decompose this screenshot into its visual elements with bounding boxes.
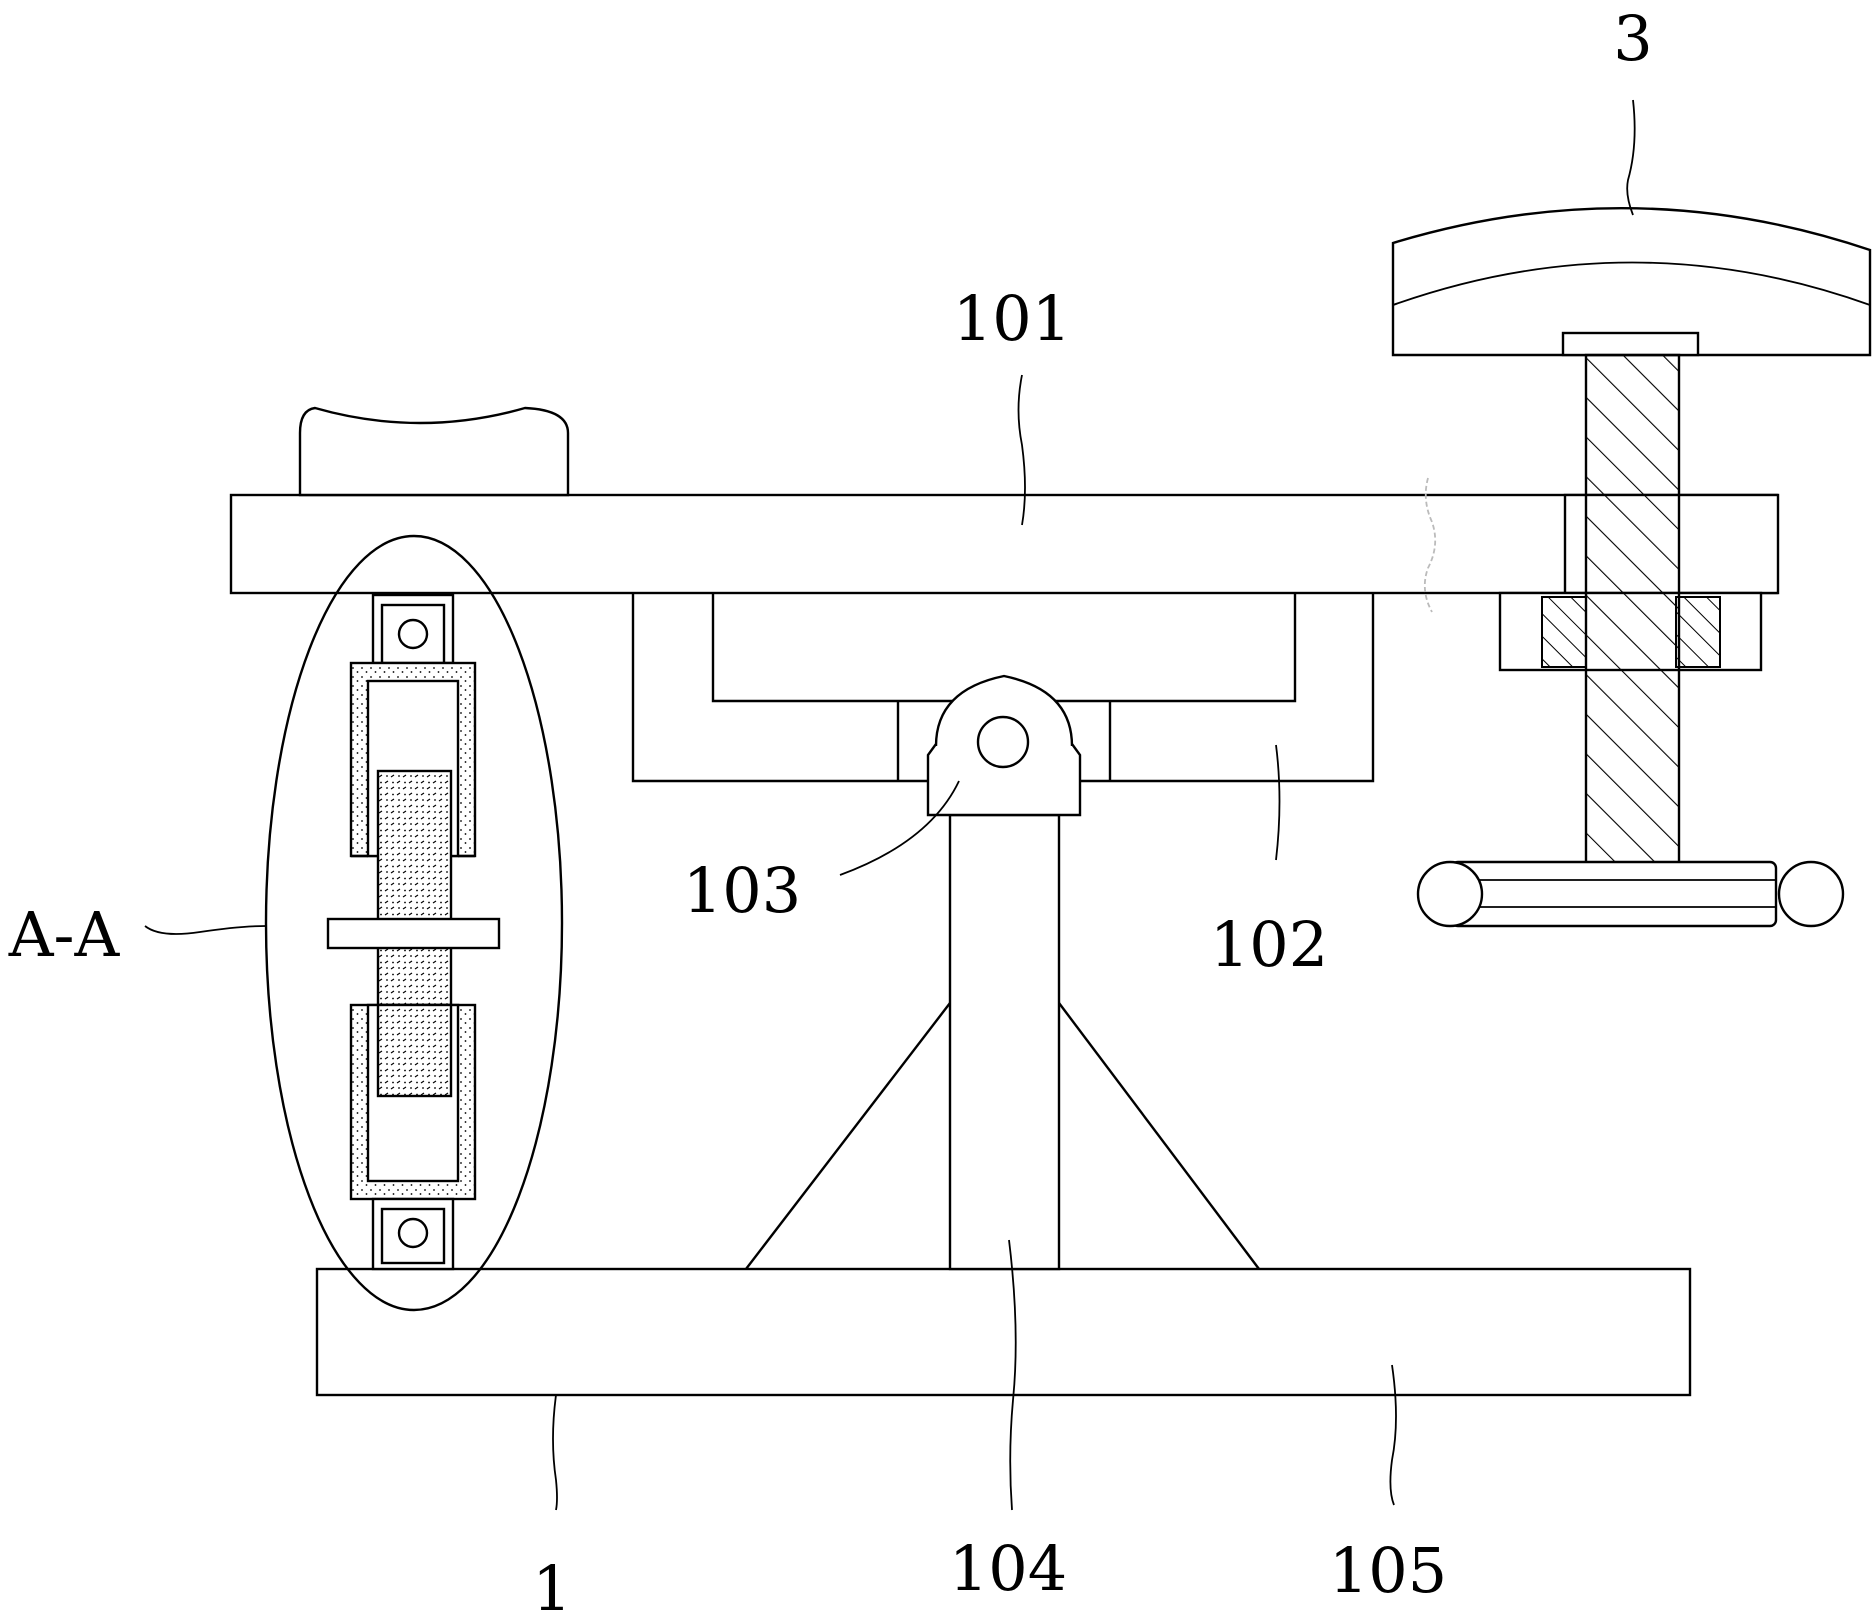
- break-line: [1423, 477, 1437, 613]
- base-plate: [315, 1267, 1692, 1397]
- label-1: 1: [532, 1552, 571, 1615]
- screw-cap: [1561, 331, 1700, 357]
- curved-pad: [1391, 206, 1872, 357]
- hinge-pin: [976, 715, 1030, 769]
- label-105: 105: [1329, 1534, 1447, 1607]
- section-detail: [264, 534, 564, 1312]
- label-102: 102: [1210, 908, 1328, 981]
- screw-rod: [1584, 353, 1681, 882]
- hinge: [926, 674, 1082, 817]
- label-aa: A-A: [8, 898, 121, 971]
- label-101: 101: [953, 282, 1071, 355]
- support-column: [745, 813, 1260, 1271]
- label-103: 103: [683, 854, 801, 927]
- leader-lines: [144, 99, 1636, 1511]
- top-beam: [229, 493, 1779, 595]
- label-104: 104: [949, 1532, 1067, 1605]
- handle-bar: [1416, 860, 1845, 928]
- support-block: [298, 406, 570, 497]
- label-3: 3: [1613, 2, 1652, 75]
